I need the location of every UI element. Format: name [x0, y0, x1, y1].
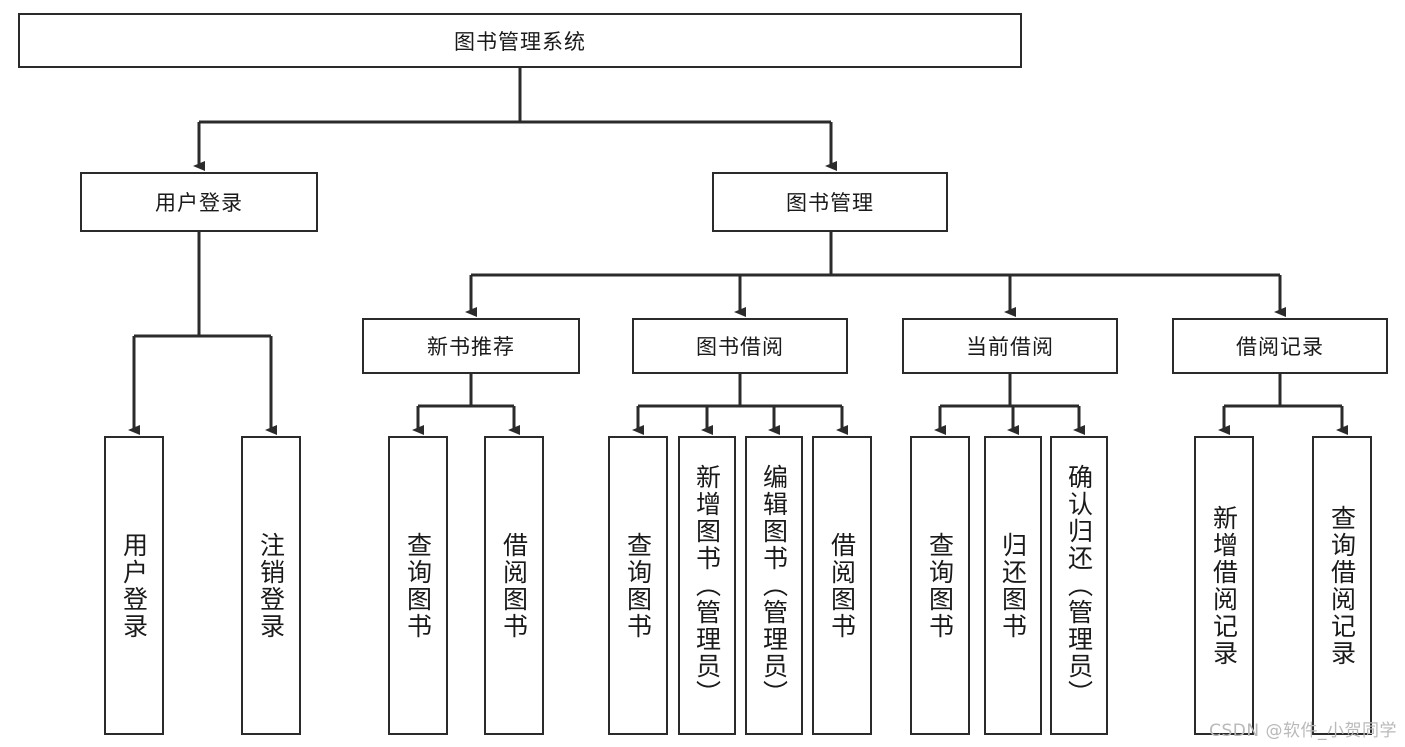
node-leaf-edit-book-admin[interactable]: 编辑图书（管理员） [745, 436, 803, 735]
node-leaf-return-book[interactable]: 归还图书 [984, 436, 1042, 735]
node-book-borrow[interactable]: 图书借阅 [632, 318, 848, 374]
node-borrow-record-label: 借阅记录 [1236, 335, 1324, 359]
node-current-borrow-label: 当前借阅 [966, 335, 1054, 359]
node-leaf-query-book-newbook[interactable]: 查询图书 [388, 436, 448, 735]
node-leaf-add-book-admin[interactable]: 新增图书（管理员） [678, 436, 736, 735]
node-leaf-user-login[interactable]: 用户登录 [104, 436, 164, 735]
node-leaf-label: 确认归还（管理员） [1064, 464, 1094, 707]
node-leaf-borrow-book-newbook[interactable]: 借阅图书 [484, 436, 544, 735]
node-user-login[interactable]: 用户登录 [80, 172, 318, 232]
node-leaf-query-book-borrow[interactable]: 查询图书 [608, 436, 668, 735]
node-leaf-label: 查询借阅记录 [1327, 504, 1357, 667]
node-leaf-label: 查询图书 [925, 531, 955, 640]
node-leaf-label: 归还图书 [998, 531, 1028, 640]
node-leaf-label: 用户登录 [119, 531, 149, 640]
node-leaf-label: 查询图书 [623, 531, 653, 640]
node-new-book-recommend-label: 新书推荐 [427, 335, 515, 359]
node-leaf-confirm-return-admin[interactable]: 确认归还（管理员） [1050, 436, 1108, 735]
node-leaf-label: 新增图书（管理员） [692, 464, 722, 707]
csdn-watermark: CSDN @软件_小贺同学 [1209, 721, 1397, 741]
node-leaf-label: 借阅图书 [499, 531, 529, 640]
node-book-management-label: 图书管理 [786, 191, 874, 215]
node-leaf-query-borrow-record[interactable]: 查询借阅记录 [1312, 436, 1372, 735]
node-current-borrow[interactable]: 当前借阅 [902, 318, 1118, 374]
node-book-borrow-label: 图书借阅 [696, 335, 784, 359]
node-user-login-label: 用户登录 [155, 191, 243, 215]
node-root[interactable]: 图书管理系统 [18, 13, 1022, 68]
node-book-management[interactable]: 图书管理 [712, 172, 948, 232]
node-new-book-recommend[interactable]: 新书推荐 [362, 318, 580, 374]
node-leaf-label: 借阅图书 [827, 531, 857, 640]
node-leaf-label: 注销登录 [256, 531, 286, 640]
node-leaf-add-borrow-record[interactable]: 新增借阅记录 [1194, 436, 1254, 735]
node-leaf-logout[interactable]: 注销登录 [241, 436, 301, 735]
node-leaf-lend-book[interactable]: 借阅图书 [812, 436, 872, 735]
node-leaf-query-book-current[interactable]: 查询图书 [910, 436, 970, 735]
node-borrow-record[interactable]: 借阅记录 [1172, 318, 1388, 374]
node-leaf-label: 查询图书 [403, 531, 433, 640]
node-leaf-label: 编辑图书（管理员） [759, 464, 789, 707]
node-root-label: 图书管理系统 [454, 29, 586, 54]
node-leaf-label: 新增借阅记录 [1209, 504, 1239, 667]
